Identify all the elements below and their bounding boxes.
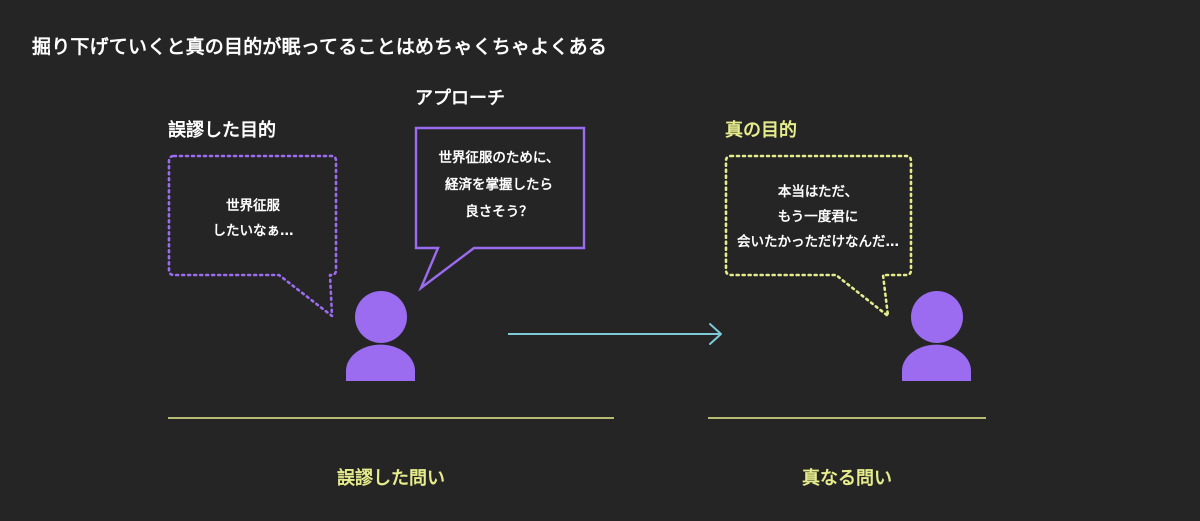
label-true-goal: 真の目的 <box>725 120 797 141</box>
bubble-wrong-text: 世界征服 したいなぁ… <box>170 194 336 244</box>
bubble-true-line: もう一度君に <box>777 209 859 225</box>
bottom-label-true-question: 真なる問い <box>802 468 892 489</box>
label-wrong-goal: 誤謬した目的 <box>168 120 276 141</box>
bubble-approach-line: 世界征服のために、 <box>438 150 560 166</box>
bubble-true <box>724 154 913 318</box>
person-icon <box>346 291 415 381</box>
bubble-approach-line: 良さそう？ <box>465 204 533 220</box>
bubble-wrong-line: 世界征服 <box>226 198 280 214</box>
headline: 掘り下げていくと真の目的が眠ってることはめちゃくちゃよくある <box>32 36 608 58</box>
arrow-right-icon <box>508 323 722 345</box>
bubble-true-line: 会いたかっただけなんだ… <box>737 234 899 250</box>
bubble-wrong <box>167 154 338 318</box>
bubble-true-line: 本当はただ、 <box>777 184 859 200</box>
bubble-approach-text: 世界征服のために、 経済を掌握したら 良さそう？ <box>416 145 582 226</box>
bubble-wrong-line: したいなぁ… <box>212 223 294 239</box>
bottom-label-wrong-question: 誤謬した問い <box>337 468 445 489</box>
bubble-true-text: 本当はただ、 もう一度君に 会いたかっただけなんだ… <box>725 180 911 255</box>
bubble-approach <box>414 126 586 292</box>
person-icon <box>902 291 971 381</box>
bubble-approach-line: 経済を掌握したら <box>445 177 553 193</box>
label-approach: アプローチ <box>415 88 505 109</box>
